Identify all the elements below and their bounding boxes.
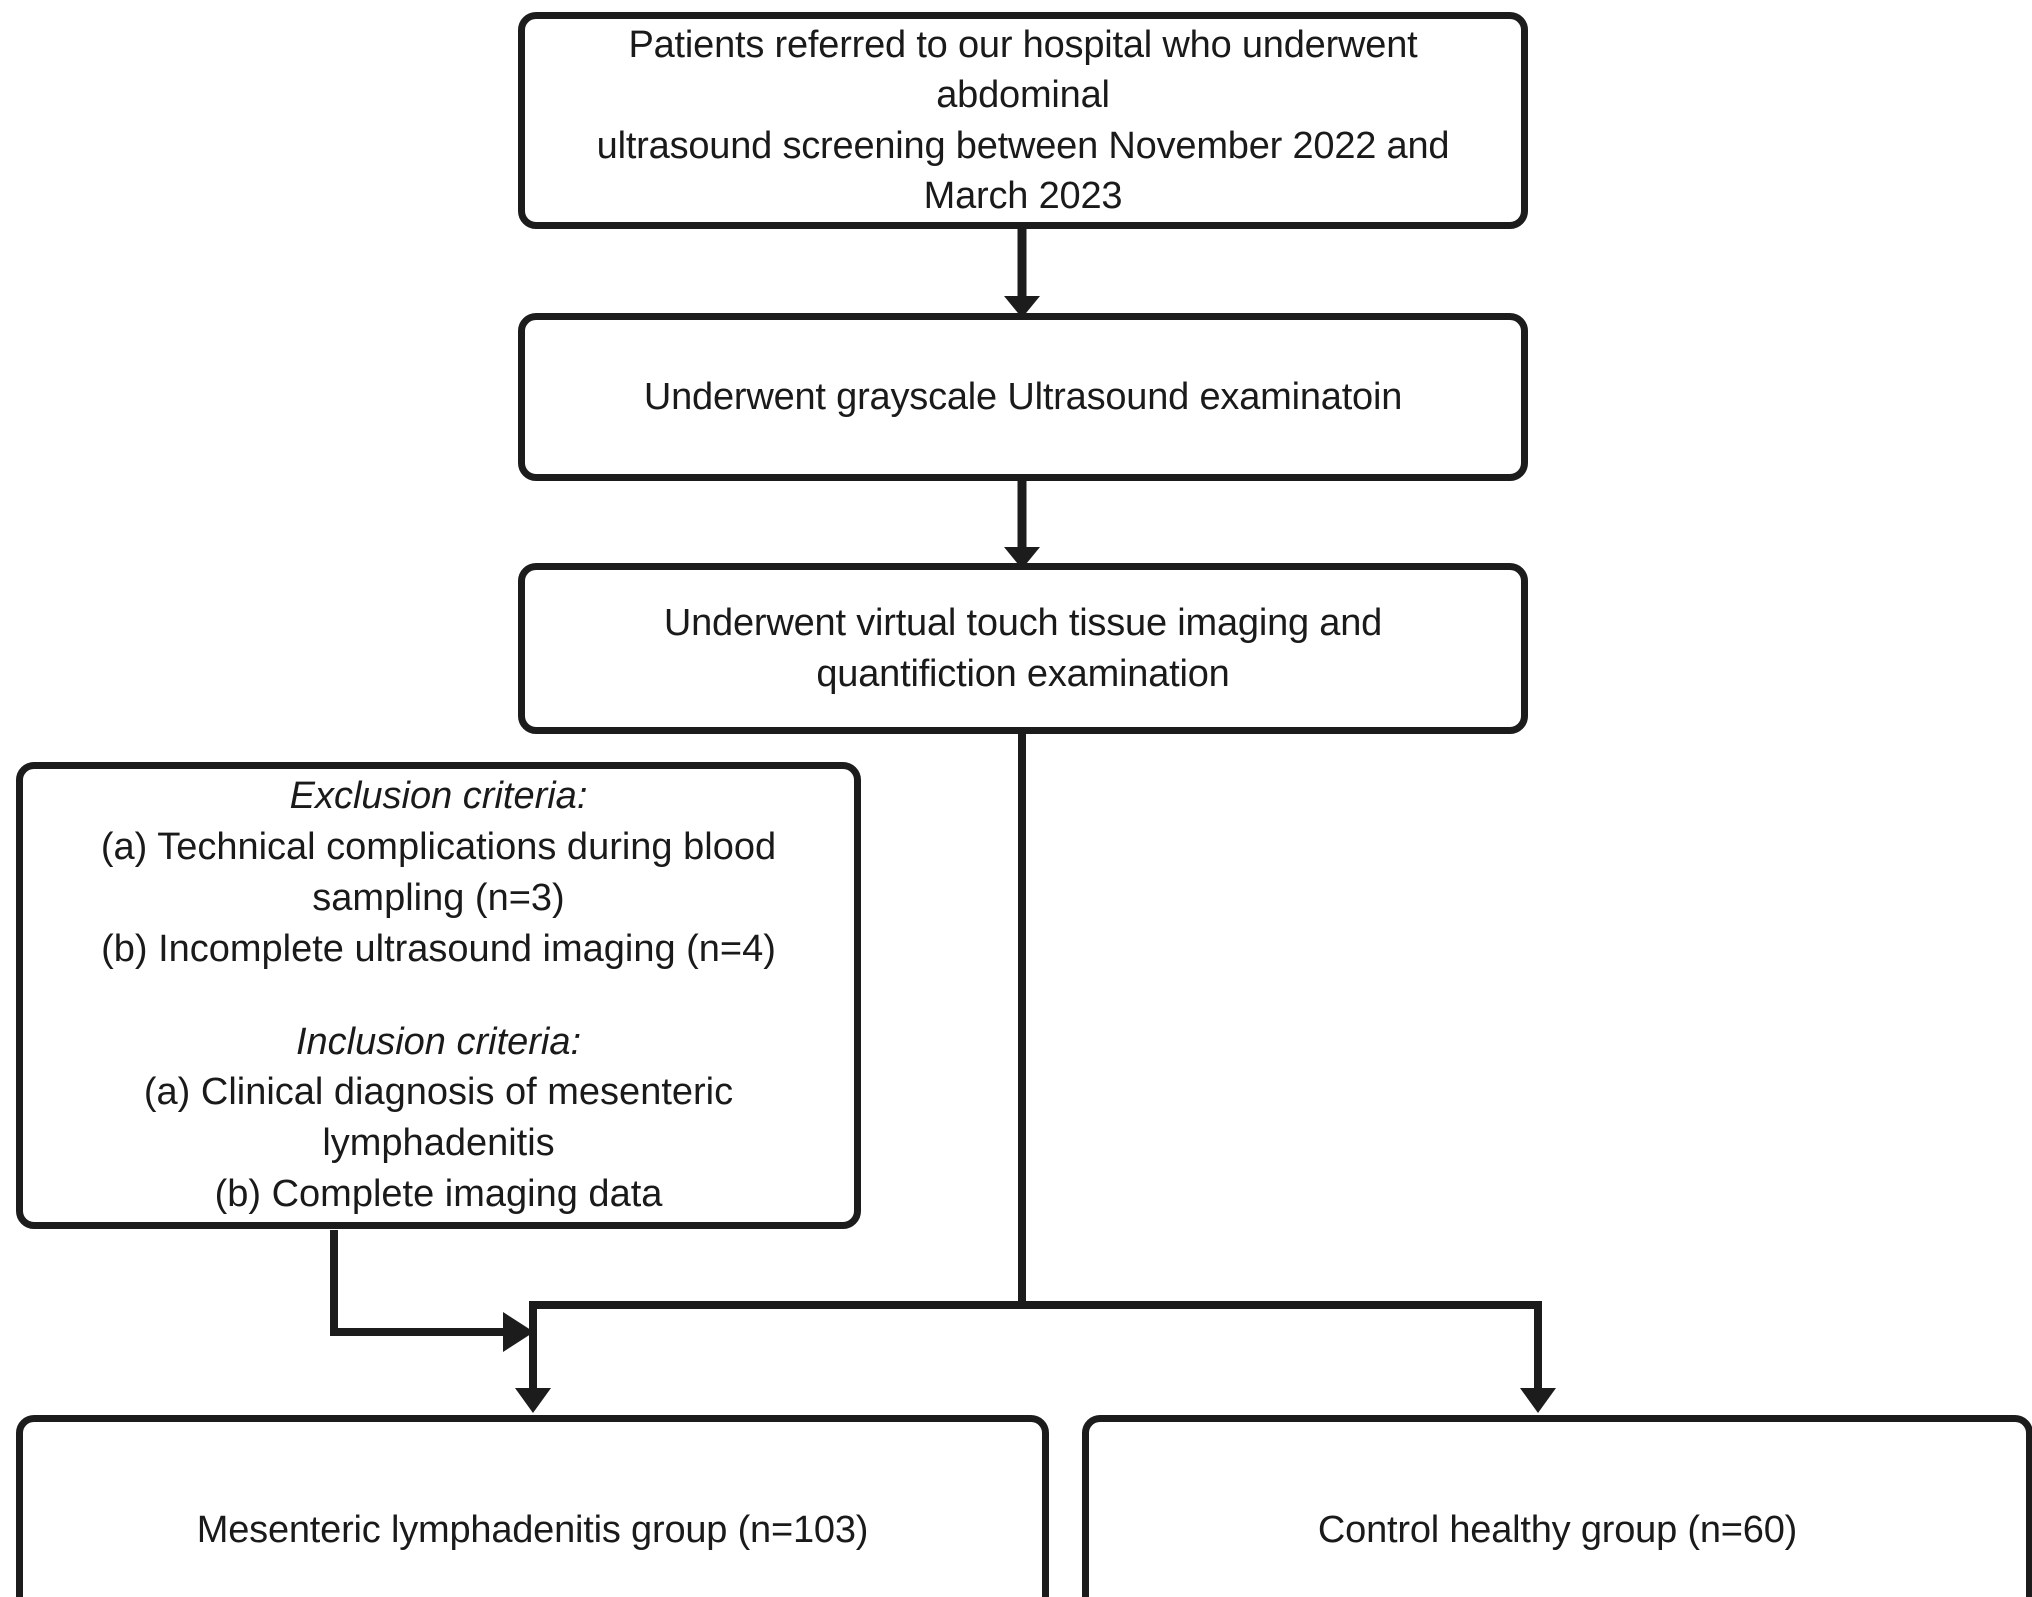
edge-referral-to-grayscale xyxy=(1004,229,1040,318)
exclusion-criteria-heading: Exclusion criteria: xyxy=(289,774,588,817)
node-patients-referred: Patients referred to our hospital who un… xyxy=(518,12,1528,229)
node-grayscale-ultrasound: Underwent grayscale Ultrasound examinato… xyxy=(518,313,1528,481)
node-grayscale-text: Underwent grayscale Ultrasound examinato… xyxy=(643,375,1403,418)
inclusion-criteria-heading: Inclusion criteria: xyxy=(295,1020,582,1063)
node-group-control-text: Control healthy group (n=60) xyxy=(1317,1508,1798,1551)
node-referral-text: Patients referred to our hospital who un… xyxy=(596,24,1450,217)
edge-grayscale-to-vti xyxy=(1004,481,1040,569)
inclusion-criteria-item-b: (b) Complete imaging data xyxy=(214,1173,663,1216)
inclusion-criteria-item-a: (a) Clinical diagnosis of mesenteric lym… xyxy=(143,1071,734,1165)
edge-split-to-case xyxy=(515,1305,551,1413)
edge-criteria-to-case xyxy=(330,1230,534,1352)
node-virtual-touch-imaging: Underwent virtual touch tissue imaging a… xyxy=(518,563,1528,734)
node-mesenteric-lymphadenitis-group: Mesenteric lymphadenitis group (n=103) xyxy=(16,1415,1049,1597)
node-group-case-text: Mesenteric lymphadenitis group (n=103) xyxy=(196,1508,869,1551)
criteria-block: Exclusion criteria: (a) Technical compli… xyxy=(41,771,836,1220)
exclusion-criteria-item-a: (a) Technical complications during blood… xyxy=(100,825,777,919)
criteria-spacer xyxy=(41,975,836,1017)
exclusion-criteria-item-b: (b) Incomplete ultrasound imaging (n=4) xyxy=(101,927,776,970)
edge-split-to-control xyxy=(1520,1305,1556,1413)
node-control-healthy-group: Control healthy group (n=60) xyxy=(1082,1415,2032,1597)
node-eligibility-criteria: Exclusion criteria: (a) Technical compli… xyxy=(16,762,861,1229)
node-vti-text: Underwent virtual touch tissue imaging a… xyxy=(663,602,1383,695)
